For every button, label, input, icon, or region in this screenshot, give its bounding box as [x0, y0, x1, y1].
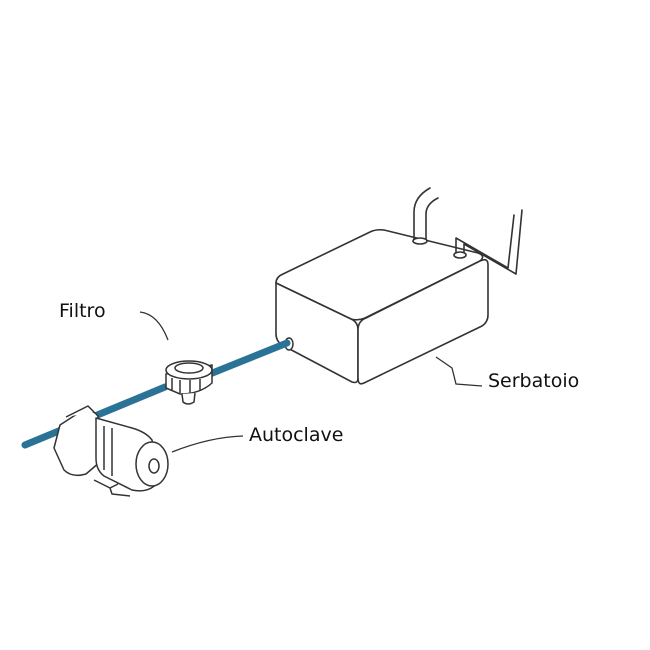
- tank-icon: [275, 228, 489, 385]
- tank-inlet-pipe-icon: [412, 187, 439, 245]
- serbatoio-label: Serbatoio: [488, 370, 580, 392]
- autoclave-label: Autoclave: [249, 424, 344, 446]
- filtro-leader-line: [139, 311, 169, 341]
- autoclave-leader-line: [171, 435, 244, 453]
- serbatoio-leader-line: [435, 356, 483, 387]
- pump-icon: [53, 405, 169, 497]
- filter-icon: [165, 360, 213, 405]
- tank-vent-pipe-icon: [453, 209, 523, 275]
- filtro-label: Filtro: [59, 300, 106, 322]
